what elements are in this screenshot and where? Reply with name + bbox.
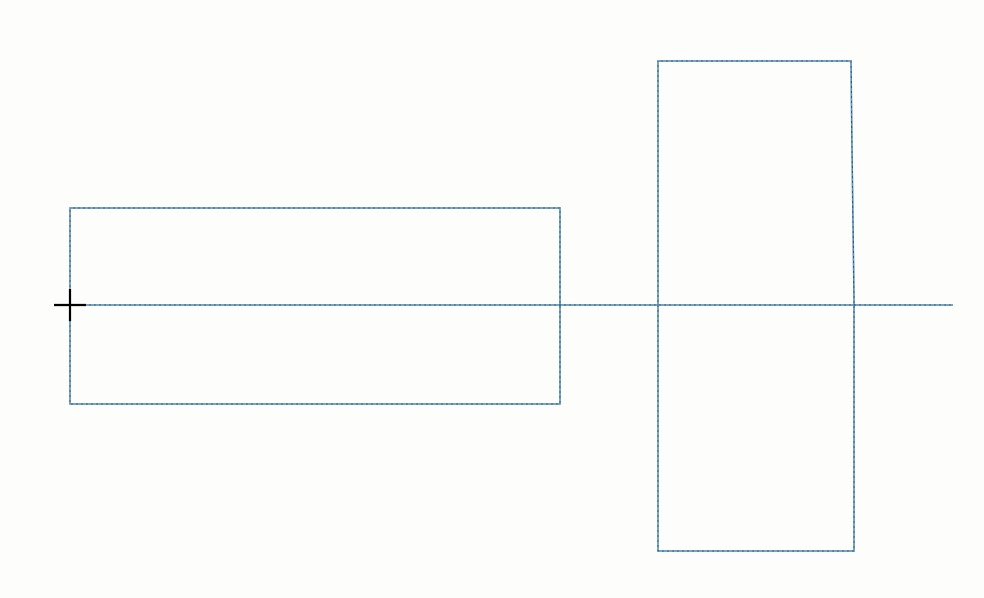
left-rectangle[interactable] [69, 207, 561, 405]
right-rectangle[interactable] [657, 60, 855, 552]
crosshair-icon [54, 289, 86, 321]
